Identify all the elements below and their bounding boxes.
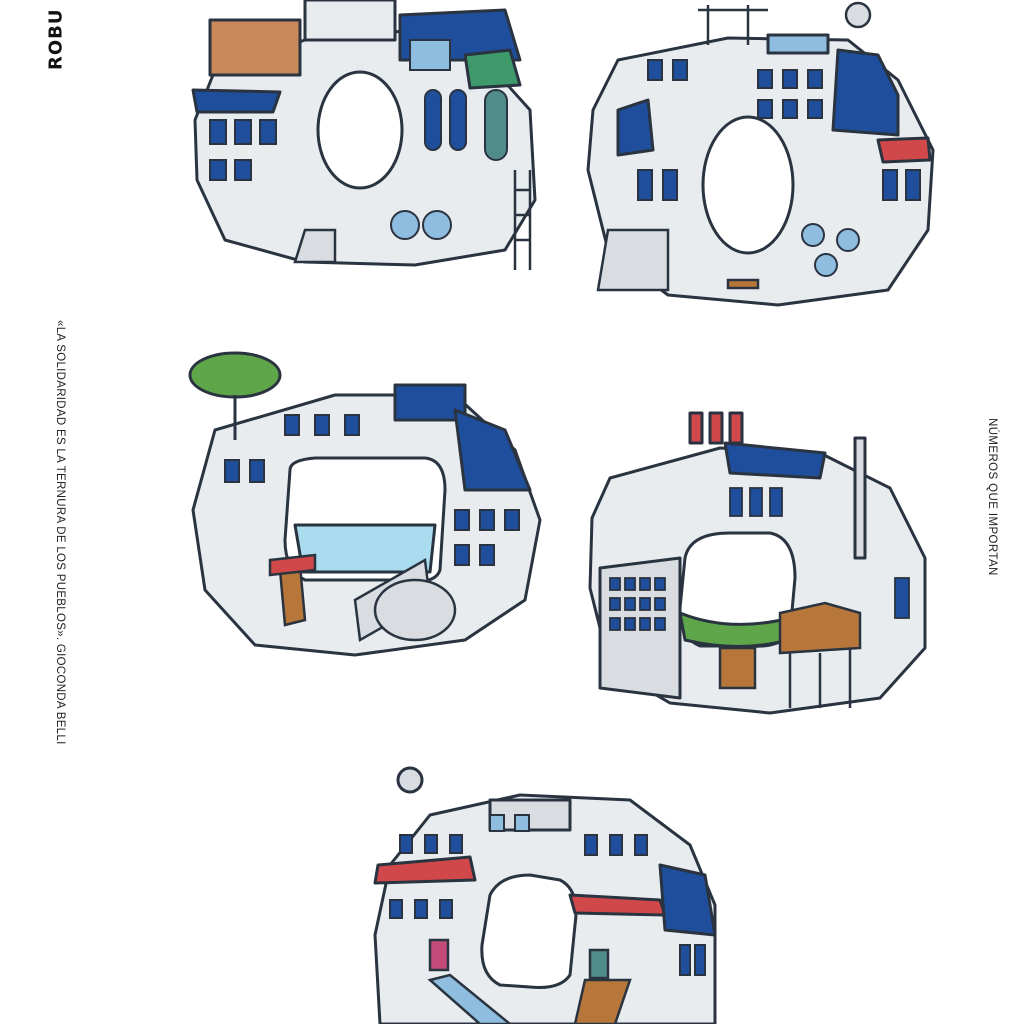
brand-name: ROBU bbox=[45, 8, 67, 71]
zero-building-illustration-1 bbox=[185, 0, 550, 278]
zero-building-illustration-4 bbox=[580, 408, 940, 723]
quote-text: «LA SOLIDARIDAD ES LA TERNURA DE LOS PUE… bbox=[54, 320, 66, 745]
zero-building-illustration-5 bbox=[370, 765, 725, 1024]
zero-building-illustration-3 bbox=[185, 340, 550, 665]
zero-building-illustration-2 bbox=[578, 0, 940, 310]
side-title: NÚMEROS QUE IMPORTAN bbox=[986, 418, 998, 576]
brand-logo: ROBU bbox=[45, 0, 67, 71]
